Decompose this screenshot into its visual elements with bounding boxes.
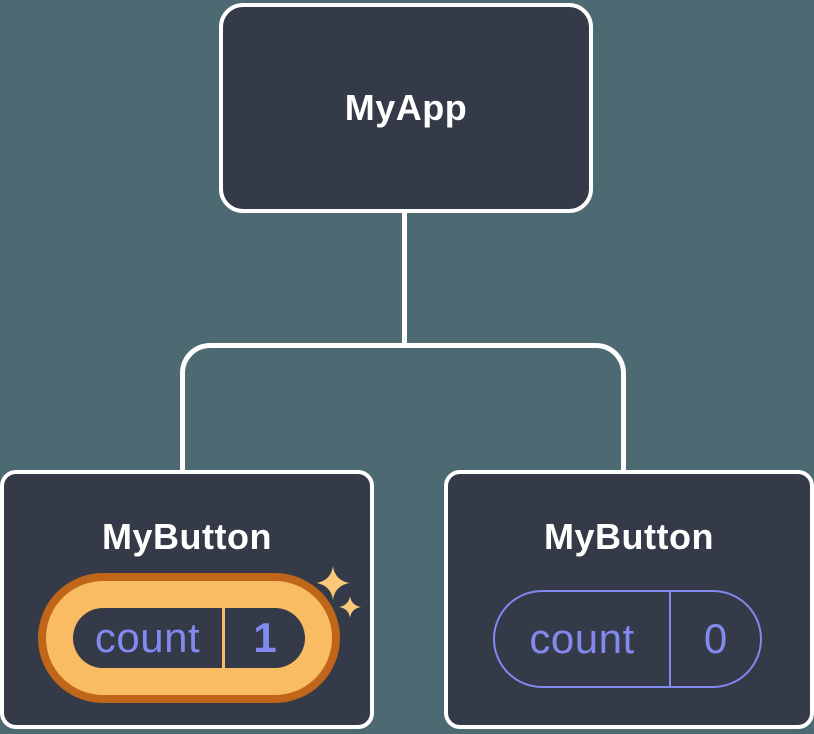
connector-branch (180, 343, 626, 470)
connector-stem (402, 210, 407, 346)
child-node-label: MyButton (102, 516, 272, 557)
state-key-label: count (529, 615, 635, 662)
state-pill-body: count 1 (73, 608, 305, 668)
state-pill-highlight-ring: count 1 (46, 581, 332, 695)
root-node-label: MyApp (344, 87, 468, 128)
state-value: 1 (253, 614, 277, 661)
sparkle-icon (316, 566, 350, 600)
state-pill: count 0 (493, 590, 762, 688)
sparkle-icon (339, 596, 361, 618)
state-value: 0 (703, 615, 728, 662)
state-key-label: count (94, 614, 201, 661)
state-pill-divider (222, 608, 225, 668)
tree-node-child-left: MyButton count 1 (0, 470, 374, 729)
tree-node-root: MyApp (219, 3, 593, 213)
tree-node-child-right: MyButton count 0 (444, 470, 814, 729)
state-pill-divider (669, 592, 671, 686)
state-pill-highlighted: count 1 (38, 573, 340, 703)
child-node-label: MyButton (544, 516, 714, 557)
